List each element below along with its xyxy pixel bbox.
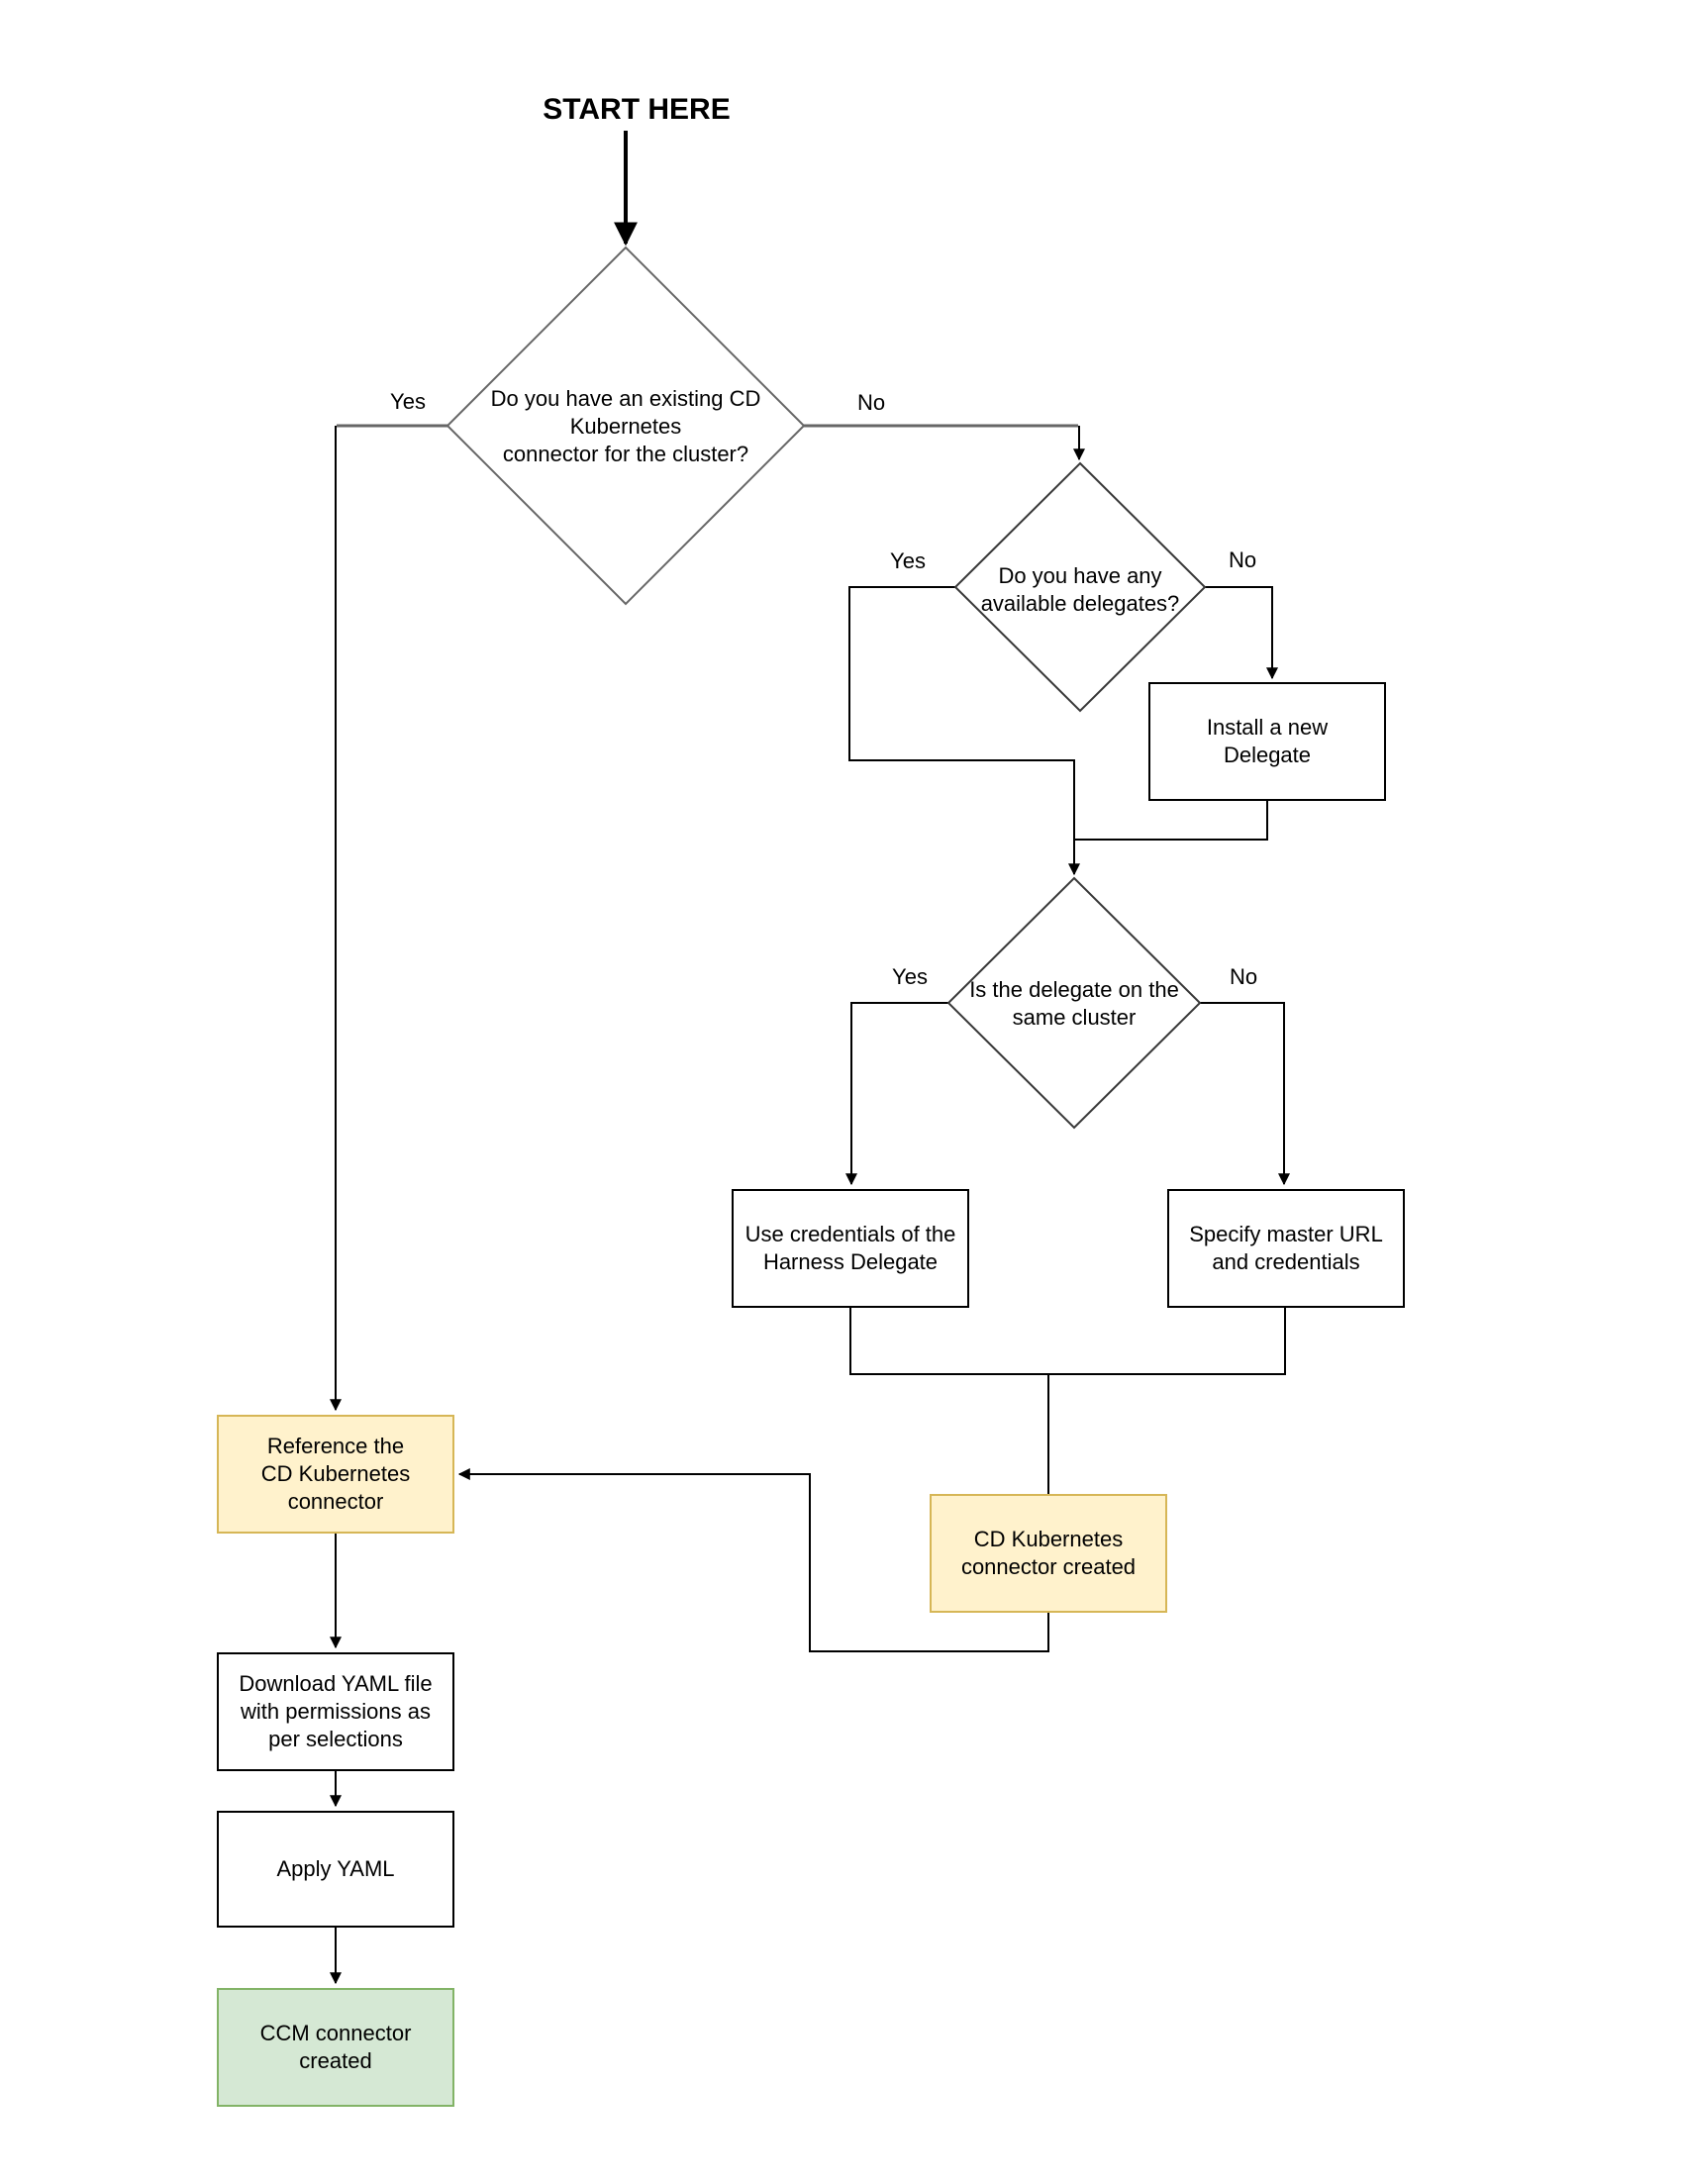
- decision-existing-connector-label: Do you have an existing CD Kubernetes co…: [490, 385, 761, 467]
- node-reference-cd-connector: Reference the CD Kubernetes connector: [217, 1415, 454, 1534]
- node-use-delegate-credentials-label: Use credentials of the Harness Delegate: [744, 1221, 956, 1274]
- edge-use-credentials-out: [849, 1308, 1048, 1375]
- edge-same-cluster-yes-to-use-credentials: [845, 1002, 948, 1186]
- node-install-delegate: Install a new Delegate: [1148, 682, 1386, 801]
- edge-label-delegates-yes: Yes: [890, 547, 926, 573]
- edge-cd-created-to-reference: [457, 1468, 1049, 1652]
- node-ccm-connector-created-label: CCM connector created: [259, 2020, 412, 2073]
- edge-same-cluster-no-to-specify-master: [1200, 1002, 1290, 1186]
- edge-label-same-cluster-yes: Yes: [892, 963, 928, 989]
- edge-delegates-yes-to-same-cluster-question: [848, 586, 1080, 876]
- decision-existing-connector-shape: [446, 246, 806, 606]
- node-reference-cd-connector-label: Reference the CD Kubernetes connector: [260, 1433, 411, 1515]
- node-ccm-connector-created: CCM connector created: [217, 1988, 454, 2107]
- decision-available-delegates-shape: [953, 461, 1207, 713]
- decision-available-delegates-label: Do you have any available delegates?: [980, 562, 1180, 616]
- node-specify-master-url: Specify master URL and credentials: [1167, 1189, 1405, 1308]
- edge-specify-master-out: [1048, 1308, 1286, 1375]
- edge-label-existing-no: No: [856, 389, 886, 415]
- node-specify-master-url-label: Specify master URL and credentials: [1189, 1221, 1383, 1274]
- start-here-label: START HERE: [543, 92, 731, 126]
- decision-delegate-same-cluster-label: Is the delegate on the same cluster: [969, 976, 1179, 1030]
- edge-install-to-same-cluster-question: [1074, 800, 1268, 841]
- node-install-delegate-label: Install a new Delegate: [1206, 714, 1329, 767]
- edge-label-same-cluster-no: No: [1229, 963, 1258, 989]
- node-download-yaml: Download YAML file with permissions as p…: [217, 1652, 454, 1771]
- edge-delegates-no-to-install: [1205, 586, 1278, 680]
- edge-label-existing-yes: Yes: [390, 388, 426, 414]
- node-apply-yaml-label: Apply YAML: [276, 1855, 395, 1881]
- decision-delegate-same-cluster-shape: [946, 876, 1202, 1130]
- node-cd-connector-created: CD Kubernetes connector created: [930, 1494, 1167, 1613]
- edge-label-delegates-no: No: [1228, 546, 1257, 572]
- node-cd-connector-created-label: CD Kubernetes connector created: [960, 1526, 1137, 1579]
- node-apply-yaml: Apply YAML: [217, 1811, 454, 1928]
- node-download-yaml-label: Download YAML file with permissions as p…: [239, 1670, 433, 1752]
- node-use-delegate-credentials: Use credentials of the Harness Delegate: [732, 1189, 969, 1308]
